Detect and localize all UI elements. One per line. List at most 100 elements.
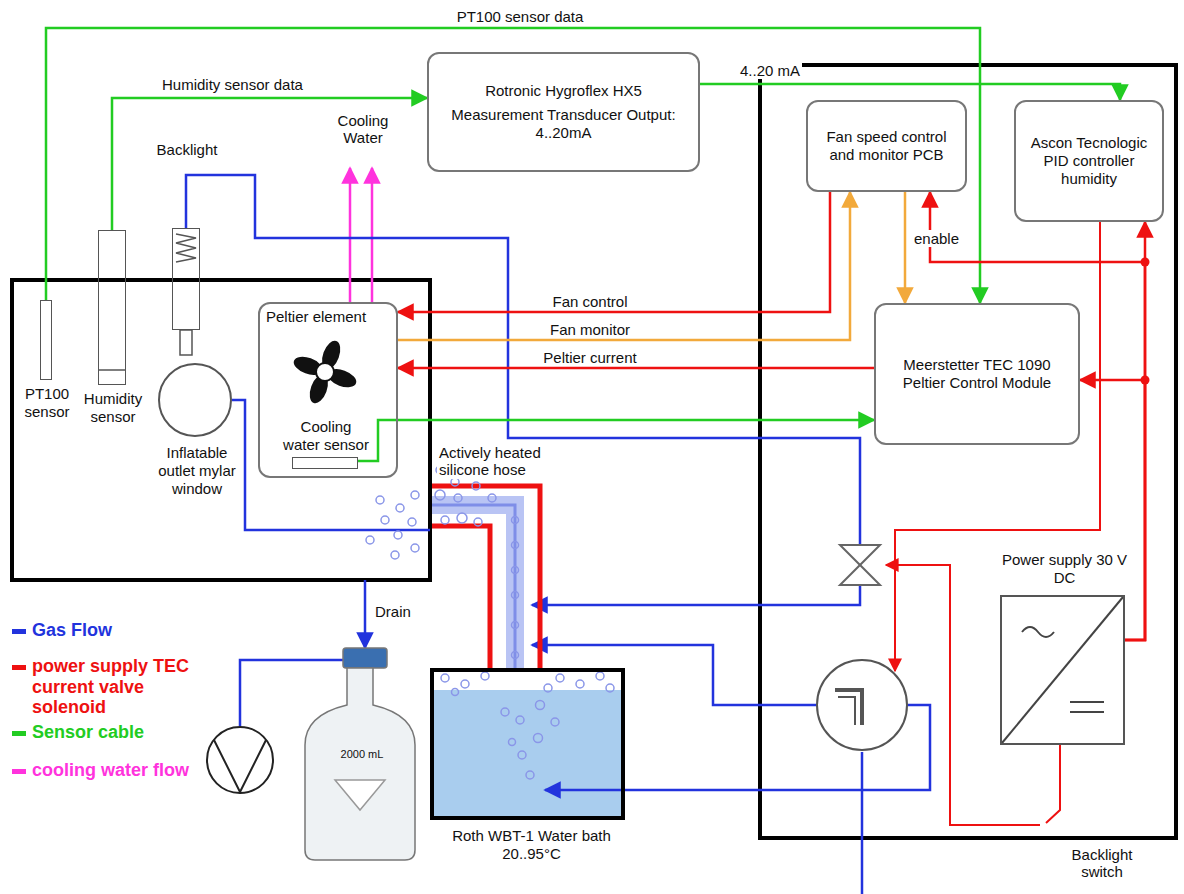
heated-hose — [432, 505, 515, 668]
legend-entry: cooling water flow — [12, 760, 202, 781]
solenoid-wires — [886, 565, 1040, 825]
water-bath-fill — [432, 690, 623, 818]
legend-swatch — [12, 731, 26, 736]
gas-bubbles — [512, 652, 519, 659]
pid-controller: Ascon Tecnologic PID controller humidity — [1014, 100, 1164, 222]
water-bath: Roth WBT-1 Water bath 20..95°C — [430, 668, 625, 820]
valve-symbol — [840, 545, 880, 565]
node-text: Power supply 30 V DC — [997, 551, 1132, 587]
gas-bubbles — [396, 504, 404, 512]
air-pump-symbol — [838, 697, 855, 725]
gas-bubbles — [512, 517, 519, 524]
annotation-label: Backlight switch — [1055, 846, 1149, 881]
collection-bottle — [305, 668, 415, 860]
gas-lines — [186, 175, 860, 545]
backlight-rod — [176, 234, 196, 262]
gas-bubbles — [408, 518, 416, 526]
legend-text: Gas Flow — [32, 620, 202, 641]
gas-lines — [532, 645, 817, 705]
gas-bubbles — [441, 674, 449, 682]
fan-control-pcb: Fan speed control and monitor PCB — [806, 100, 967, 192]
annotation-label: Cooling Water — [321, 112, 405, 147]
gas-bubbles — [451, 478, 459, 486]
signal-connector — [398, 192, 830, 312]
gas-bubbles — [512, 542, 519, 549]
power-supply-symbol — [1022, 627, 1054, 637]
edge-label: PT100 sensor data — [455, 8, 586, 25]
gas-bubbles — [381, 516, 389, 524]
signal-connector — [358, 420, 874, 461]
gas-bubbles — [556, 674, 564, 682]
node-text: Inflatable outlet mylar window — [152, 444, 242, 498]
solenoid-wires — [1046, 745, 1060, 823]
air-pump-symbol — [835, 690, 862, 725]
signal-connector — [398, 192, 850, 340]
power-supply-symbol — [1002, 597, 1123, 743]
legend-text: power supply TEC current valve solenoid — [32, 656, 202, 718]
gas-bubbles — [518, 751, 526, 759]
gas-bubbles — [596, 672, 604, 680]
humidity-probe: Humidity sensor — [98, 230, 126, 385]
edge-label: Peltier current — [541, 349, 638, 366]
climate-chamber — [12, 280, 430, 580]
gas-bubbles — [536, 701, 545, 710]
gas-bubbles — [512, 567, 519, 574]
pt100-sensor: PT100 sensor — [40, 300, 52, 380]
gas-lines — [861, 752, 864, 894]
solenoid-wires — [895, 222, 1100, 671]
gas-bubbles — [488, 494, 496, 502]
collection-bottle — [335, 780, 385, 810]
signal-connector — [112, 98, 427, 230]
control-cabinet — [760, 65, 1176, 838]
gas-bubbles — [435, 490, 445, 500]
legend-entry: Gas Flow — [12, 620, 202, 641]
legend-entry: power supply TEC current valve solenoid — [12, 656, 202, 718]
legend-text: Sensor cable — [32, 722, 202, 743]
collection-bottle — [343, 648, 387, 668]
signal-connector — [904, 192, 907, 303]
edge-label: enable — [912, 230, 961, 247]
cooling-water-flow — [349, 168, 352, 302]
annotation-label: Actively heated silicone hose — [437, 444, 581, 479]
gas-bubbles — [411, 491, 419, 499]
fan-symbol — [316, 363, 334, 381]
node-text: Meerstetter TEC 1090 Peltier Control Mod… — [884, 356, 1070, 392]
legend-swatch — [12, 629, 26, 634]
gas-bubbles — [366, 536, 374, 544]
gas-bubbles — [394, 531, 402, 539]
gas-bubbles — [474, 518, 482, 526]
water-bath-fill — [432, 690, 623, 818]
signal-connector — [1125, 222, 1145, 640]
transducer-box: Rotronic Hygroflex HX5Measurement Transd… — [427, 52, 700, 172]
heated-hose — [432, 486, 540, 668]
valve-symbol — [840, 545, 880, 585]
vacuum-pump-symbol — [207, 727, 273, 793]
gas-bubbles — [376, 496, 384, 504]
signal-connector — [700, 84, 1120, 100]
node-text: Peltier element — [266, 308, 394, 326]
backlight-rod — [176, 234, 196, 355]
node-text: Fan speed control and monitor PCB — [816, 128, 957, 164]
gas-bubbles — [472, 482, 480, 490]
valve-symbol — [840, 565, 880, 585]
backlight-rod — [180, 330, 192, 355]
air-pump-symbol — [817, 660, 907, 750]
gas-bubbles — [452, 689, 459, 696]
gas-bubbles — [501, 708, 509, 716]
gas-bubbles — [391, 551, 399, 559]
gas-bubbles — [606, 684, 614, 692]
edge-label: Humidity sensor data — [160, 76, 305, 93]
vacuum-pump-symbol — [207, 727, 273, 793]
gas-bubbles — [534, 734, 543, 743]
gas-bubbles — [512, 622, 519, 629]
heated-hose — [432, 526, 490, 668]
gas-bubbles — [457, 513, 467, 523]
collection-bottle — [305, 648, 415, 860]
heated-hose — [432, 505, 515, 668]
gas-bubbles — [461, 680, 469, 688]
cooling-water-flow — [350, 168, 372, 302]
heated-hose — [432, 486, 540, 668]
gas-bubbles — [411, 544, 419, 552]
edge-label: 4..20 mA — [738, 62, 802, 79]
